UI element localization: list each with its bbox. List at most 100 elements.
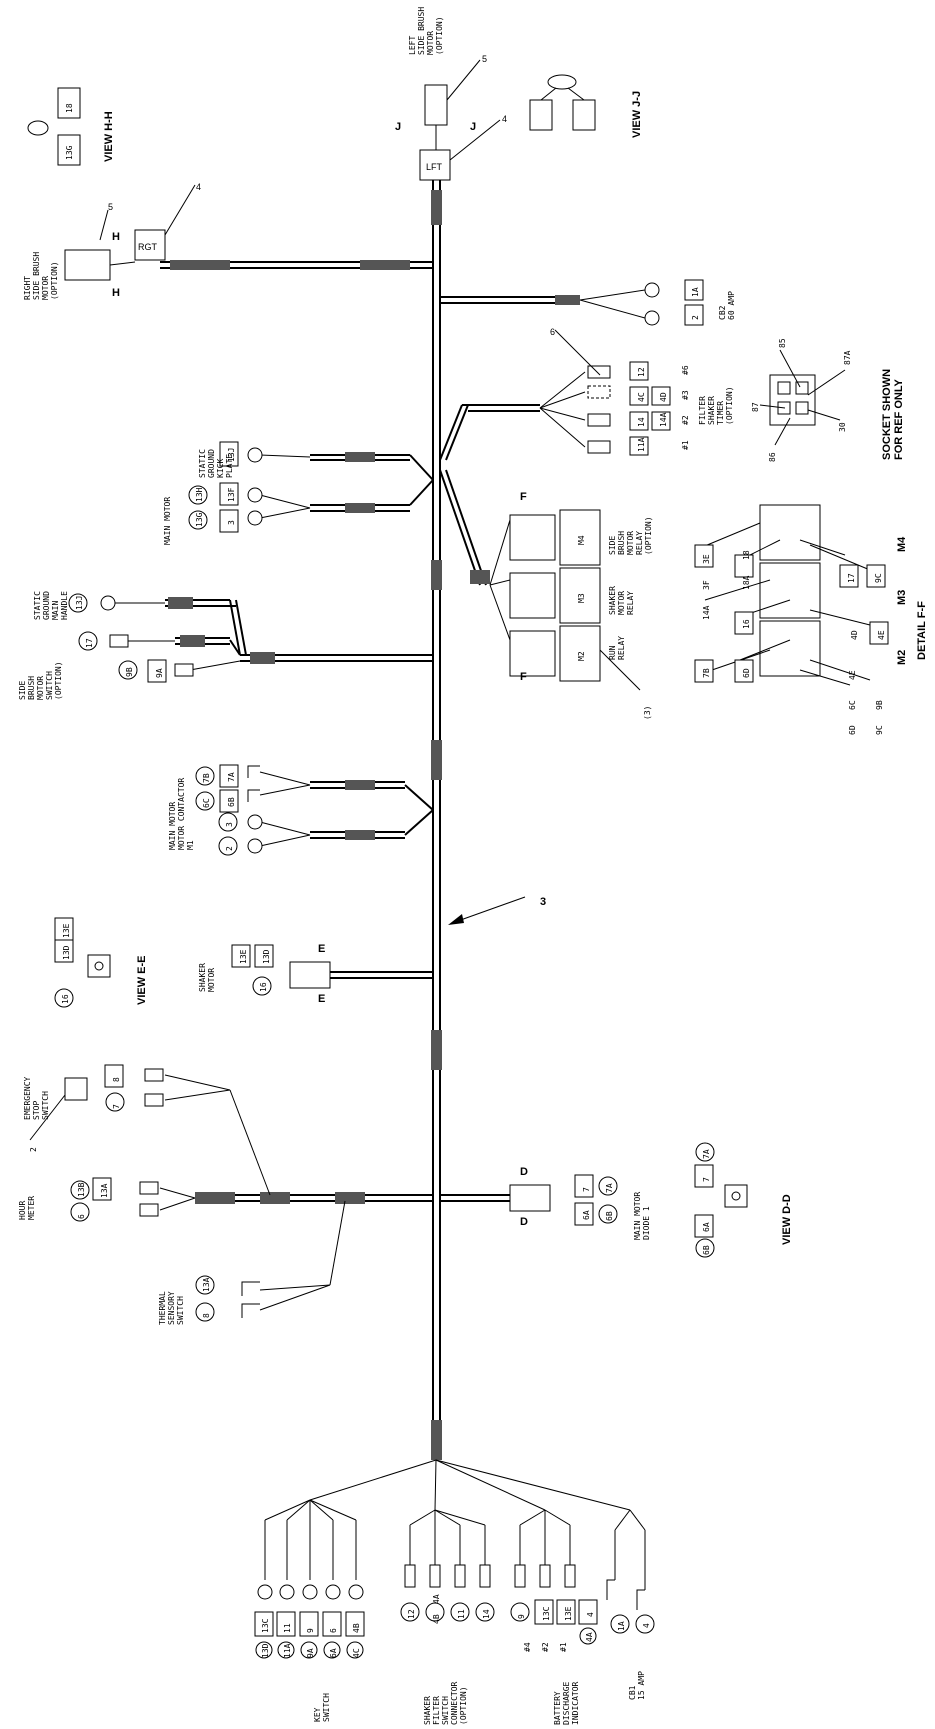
bottom-fanout: 13C 11 9 6 4B 13D 11A 9A 6A 4C KEY SWITC… — [254, 1459, 655, 1725]
svg-text:SHAKER: SHAKER — [707, 396, 716, 425]
svg-text:RELAY: RELAY — [635, 531, 644, 555]
svg-text:4: 4 — [502, 114, 507, 124]
svg-text:LEFT: LEFT — [408, 36, 417, 55]
svg-text:6C: 6C — [202, 798, 211, 808]
svg-text:12: 12 — [637, 367, 646, 377]
svg-text:RELAY: RELAY — [617, 636, 626, 660]
svg-text:7B: 7B — [202, 773, 211, 783]
svg-text:KICK: KICK — [216, 459, 225, 478]
svg-text:6D: 6D — [742, 668, 751, 678]
svg-text:9A: 9A — [306, 1648, 315, 1658]
svg-text:16: 16 — [61, 994, 70, 1004]
svg-text:SENSORY: SENSORY — [167, 1291, 176, 1325]
svg-text:MOTOR CONTACTOR: MOTOR CONTACTOR — [177, 778, 186, 850]
svg-text:M2: M2 — [577, 651, 586, 661]
svg-text:EMERGENCY: EMERGENCY — [23, 1076, 32, 1120]
svg-text:#3: #3 — [681, 390, 690, 400]
svg-text:87: 87 — [751, 402, 760, 412]
svg-text:BRUSH: BRUSH — [27, 676, 36, 700]
svg-text:STOP: STOP — [32, 1101, 41, 1120]
svg-text:4E: 4E — [877, 630, 886, 640]
svg-text:4E: 4E — [848, 670, 857, 680]
view-jj: VIEW J-J — [529, 74, 643, 138]
svg-text:DETAIL F-F: DETAIL F-F — [916, 601, 928, 660]
svg-text:2: 2 — [29, 1147, 38, 1152]
svg-text:MOTOR: MOTOR — [426, 31, 435, 55]
svg-text:3: 3 — [225, 822, 234, 827]
svg-text:4A: 4A — [432, 1594, 441, 1604]
svg-text:SOCKET SHOWN: SOCKET SHOWN — [881, 369, 893, 460]
svg-text:CB1: CB1 — [628, 1685, 637, 1700]
main-trunk — [431, 188, 442, 1460]
svg-text:RGT: RGT — [138, 242, 158, 252]
svg-text:SWITCH: SWITCH — [441, 1696, 450, 1725]
harness-callout: 3 — [448, 896, 546, 925]
svg-text:F: F — [520, 491, 527, 503]
svg-text:11: 11 — [457, 1609, 466, 1619]
svg-text:13C: 13C — [261, 1618, 270, 1633]
main-motor-diode: D D 7 7A 6A 6B MAIN MOTOR DIODE 1 — [440, 1166, 651, 1240]
svg-text:M3: M3 — [896, 590, 908, 605]
hour-meter-branch: 13A 13B 6 HOUR METER 8 7 2 EMERGENCY STO… — [18, 1064, 433, 1325]
svg-text:M4: M4 — [896, 536, 908, 552]
svg-text:13J: 13J — [227, 448, 236, 462]
svg-text:13G: 13G — [195, 512, 204, 527]
svg-text:TIMER: TIMER — [716, 401, 725, 425]
svg-text:H: H — [112, 231, 120, 243]
svg-text:#4: #4 — [523, 1642, 532, 1652]
svg-text:3: 3 — [227, 520, 236, 525]
svg-text:MOTOR: MOTOR — [617, 591, 626, 615]
svg-text:7B: 7B — [702, 668, 711, 678]
svg-text:9A: 9A — [155, 668, 164, 678]
svg-text:STATIC: STATIC — [198, 449, 207, 478]
svg-text:6A: 6A — [582, 1210, 591, 1220]
svg-text:13G: 13G — [65, 145, 74, 160]
svg-text:4C: 4C — [352, 1648, 361, 1658]
svg-text:13D: 13D — [62, 945, 71, 960]
svg-text:13D: 13D — [262, 949, 271, 964]
svg-text:DISCHARGE: DISCHARGE — [562, 1681, 571, 1725]
svg-text:8: 8 — [202, 1313, 211, 1318]
svg-text:4D: 4D — [850, 630, 859, 640]
svg-text:16: 16 — [742, 619, 751, 629]
svg-text:J: J — [470, 121, 476, 133]
svg-text:13C: 13C — [542, 1606, 551, 1621]
svg-text:(OPTION): (OPTION) — [644, 516, 653, 555]
svg-text:VIEW J-J: VIEW J-J — [631, 91, 643, 138]
svg-text:9B: 9B — [125, 667, 134, 677]
svg-text:#1: #1 — [559, 1642, 568, 1652]
svg-text:86: 86 — [768, 452, 777, 462]
svg-text:85: 85 — [778, 338, 787, 348]
svg-text:GROUND: GROUND — [207, 449, 216, 478]
svg-text:(OPTION): (OPTION) — [725, 386, 734, 425]
svg-text:6B: 6B — [227, 797, 236, 807]
svg-text:CONNECTOR: CONNECTOR — [450, 1681, 459, 1725]
svg-text:MAIN MOTOR: MAIN MOTOR — [163, 497, 172, 545]
svg-text:(3): (3) — [643, 706, 652, 720]
svg-text:SHAKER: SHAKER — [198, 963, 207, 992]
svg-text:4C: 4C — [637, 392, 646, 402]
shaker-motor: E E 13E 13D 16 SHAKER MOTOR — [198, 943, 433, 1005]
svg-text:4: 4 — [196, 182, 201, 192]
svg-text:H: H — [112, 287, 120, 299]
svg-text:THERMAL: THERMAL — [158, 1291, 167, 1325]
svg-text:7A: 7A — [605, 1183, 614, 1193]
svg-text:60 AMP: 60 AMP — [727, 291, 736, 320]
svg-text:6C: 6C — [848, 700, 857, 710]
svg-text:13E: 13E — [239, 949, 248, 964]
svg-text:STATIC: STATIC — [33, 591, 42, 620]
svg-text:(OPTION): (OPTION) — [435, 16, 444, 55]
svg-text:BRUSH: BRUSH — [617, 531, 626, 555]
svg-text:MOTOR: MOTOR — [207, 968, 216, 992]
svg-text:PLATE: PLATE — [225, 454, 234, 478]
harness-ref-label: 3 — [540, 896, 546, 908]
svg-text:6: 6 — [329, 1628, 338, 1633]
svg-text:13A: 13A — [100, 1183, 109, 1198]
svg-text:VIEW E-E: VIEW E-E — [136, 955, 148, 1005]
svg-text:MOTOR: MOTOR — [36, 676, 45, 700]
svg-text:(OPTION): (OPTION) — [459, 1686, 468, 1725]
svg-text:#1: #1 — [681, 440, 690, 450]
svg-text:17: 17 — [85, 638, 94, 648]
relay-socket: 85 87A 87 86 30 SOCKET SHOWN FOR REF ONL… — [751, 338, 905, 462]
